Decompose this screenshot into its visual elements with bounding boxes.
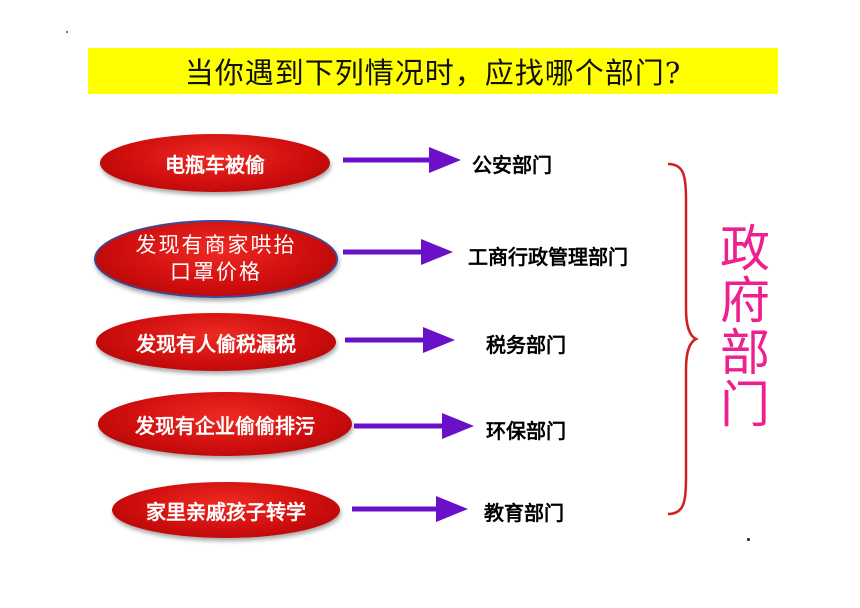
department-label-4: 环保部门: [486, 419, 566, 443]
situation-oval-2: 发现有商家哄抬 口罩价格: [94, 220, 338, 298]
arrow-2: [343, 239, 453, 265]
summary-label: 政府部门: [712, 222, 770, 430]
department-label-3: 税务部门: [486, 333, 566, 357]
situation-oval-5: 家里亲戚孩子转学: [112, 482, 340, 538]
title-banner: 当你遇到下列情况时，应找哪个部门?: [88, 48, 778, 94]
situation-label-3: 发现有人偷税漏税: [136, 331, 296, 356]
department-label-2: 工商行政管理部门: [468, 245, 628, 269]
situation-label-4: 发现有企业偷偷排污: [135, 413, 315, 438]
situation-oval-4: 发现有企业偷偷排污: [98, 392, 352, 456]
department-label-5: 教育部门: [484, 501, 564, 525]
situation-label-5: 家里亲戚孩子转学: [146, 499, 306, 524]
arrow-1: [343, 147, 461, 173]
page-title: 当你遇到下列情况时，应找哪个部门?: [184, 56, 682, 90]
arrow-5: [352, 496, 468, 522]
decorative-dot: [747, 538, 750, 541]
department-label-1: 公安部门: [472, 153, 552, 177]
curly-brace: [667, 162, 699, 516]
situation-label-2-line-1: 发现有商家哄抬: [135, 233, 297, 257]
situation-oval-1: 电瓶车被偷: [100, 134, 330, 192]
situation-label-1: 电瓶车被偷: [165, 152, 265, 177]
arrow-4: [354, 413, 474, 439]
situation-label-2-line-2: 口罩价格: [170, 260, 262, 284]
decorative-dot: [66, 31, 68, 33]
situation-oval-3: 发现有人偷税漏税: [96, 313, 336, 371]
arrow-3: [345, 327, 455, 353]
